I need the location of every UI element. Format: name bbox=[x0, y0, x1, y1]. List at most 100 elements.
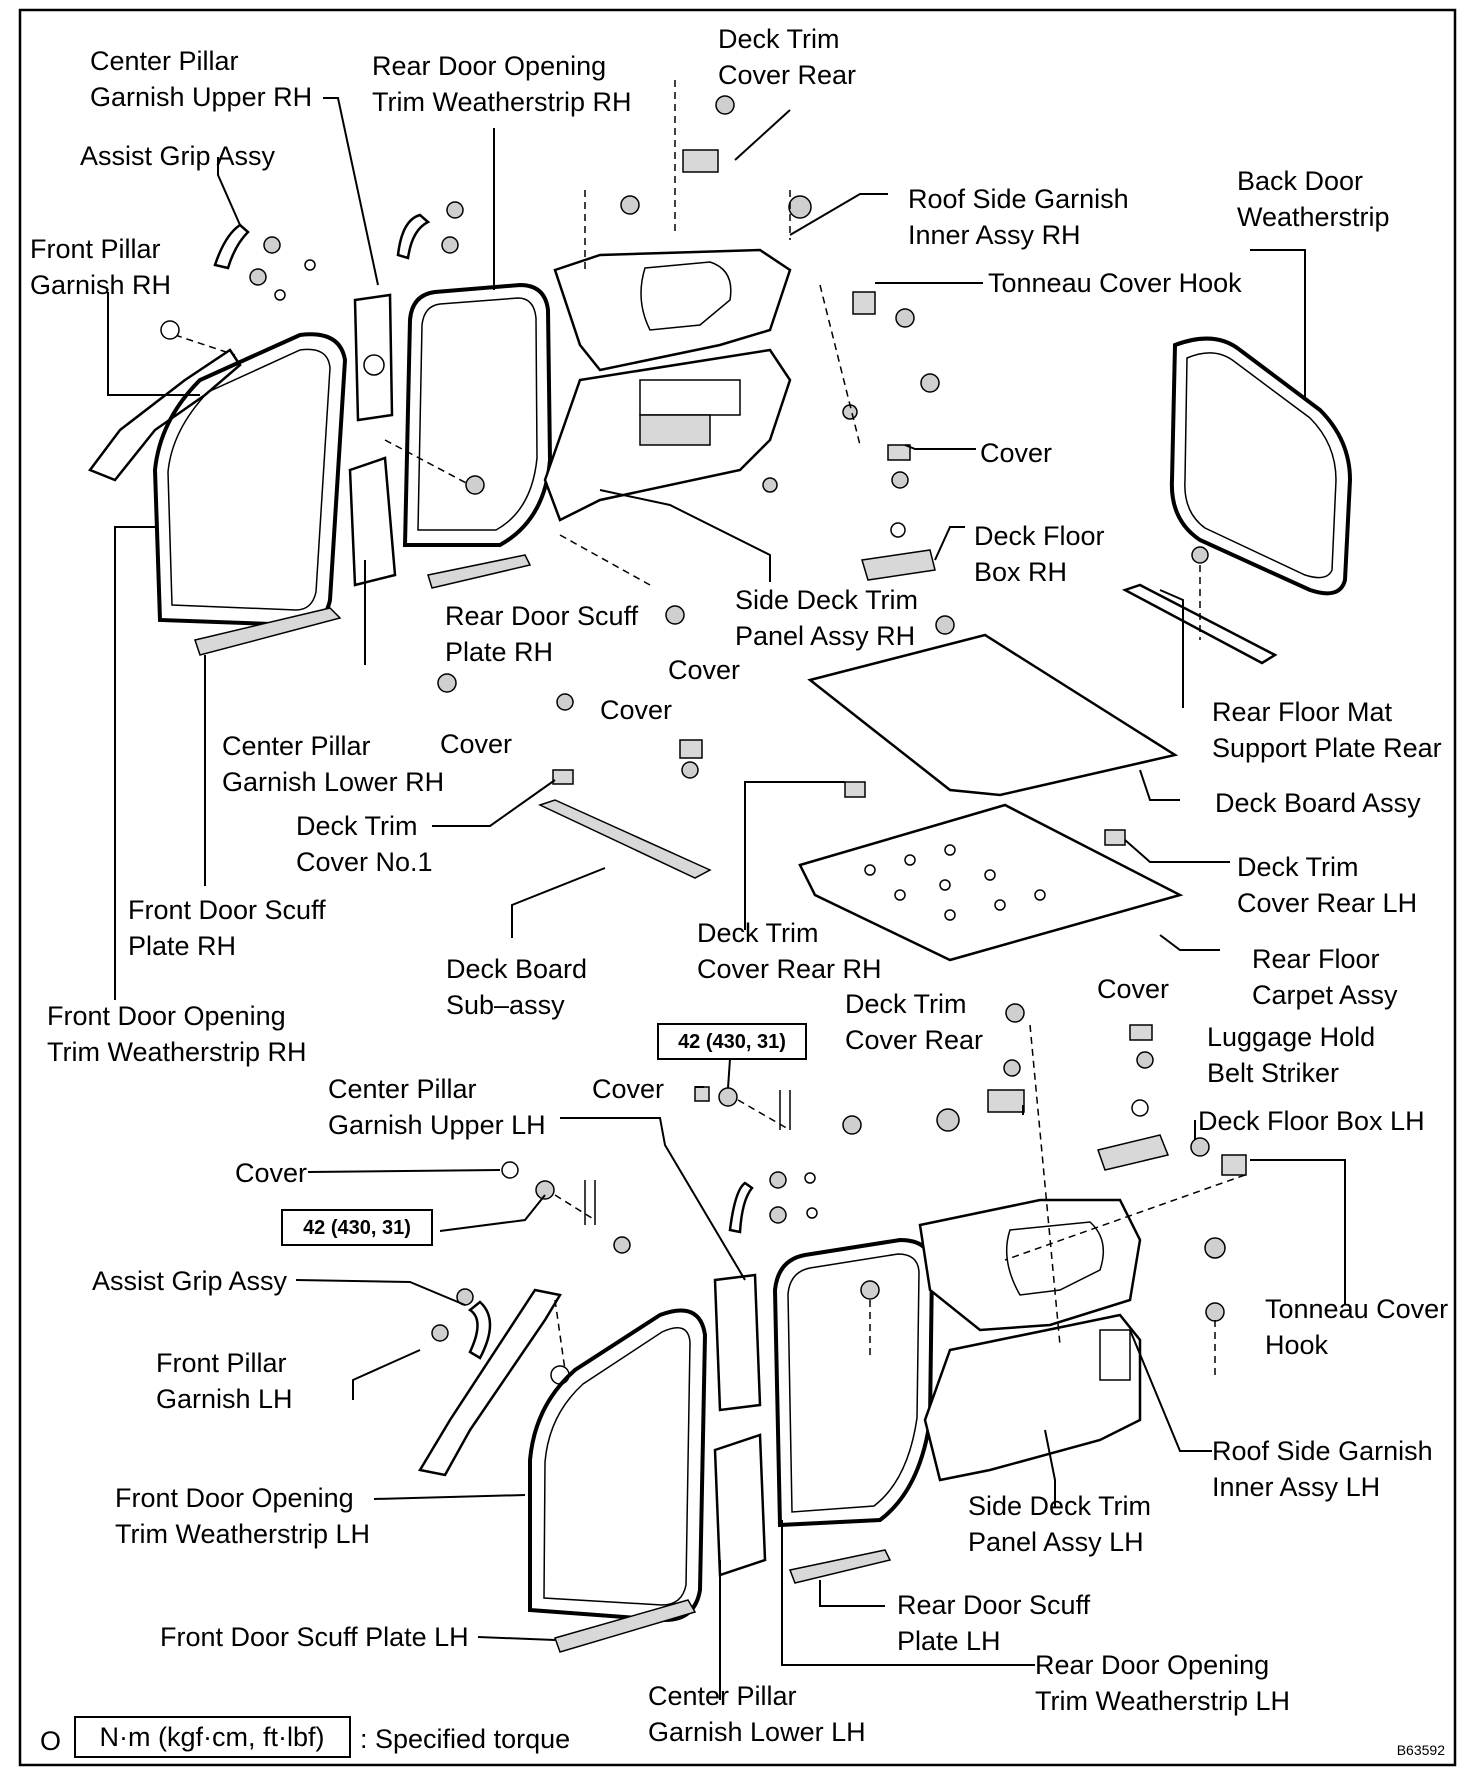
label-rear-floor-mat-support-plate-rear-line-1: Rear Floor Mat bbox=[1212, 697, 1393, 727]
label-tonneau-cover-hook-top: Tonneau Cover Hook bbox=[988, 268, 1242, 298]
label-front-door-opening-trim-weatherstrip-lh-line-2: Trim Weatherstrip LH bbox=[115, 1519, 370, 1549]
label-roof-side-garnish-inner-assy-rh-line-2: Inner Assy RH bbox=[908, 220, 1081, 250]
label-side-deck-trim-panel-assy-rh-line-2: Panel Assy RH bbox=[735, 621, 915, 651]
label-luggage-hold-belt-striker-line-2: Belt Striker bbox=[1207, 1058, 1339, 1088]
label-deck-trim-cover-rear-rh-line-1: Deck Trim bbox=[697, 918, 819, 948]
tonneau-hook-bottom-part bbox=[1221, 1154, 1247, 1176]
label-deck-trim-cover-no1-line-2: Cover No.1 bbox=[296, 847, 433, 877]
torque-box-1-value: 42 (430, 31) bbox=[678, 1031, 786, 1053]
label-cover-4: Cover bbox=[440, 729, 512, 759]
leader-lines bbox=[107, 97, 1346, 1700]
label-cover-7-line-1: Cover bbox=[235, 1158, 307, 1188]
center-pillar-upper-lh-part bbox=[713, 1273, 762, 1412]
label-rear-floor-carpet-assy-line-1: Rear Floor bbox=[1252, 944, 1380, 974]
label-cover-5: Cover bbox=[1097, 974, 1169, 1004]
label-back-door-weatherstrip-line-2: Weatherstrip bbox=[1237, 202, 1390, 232]
center-pillar-lower-rh-part bbox=[348, 456, 397, 587]
label-cover-3-line-1: Cover bbox=[600, 695, 672, 725]
side-deck-trim-panel-lh-part bbox=[923, 1313, 1142, 1482]
label-front-door-scuff-plate-rh-line-1: Front Door Scuff bbox=[128, 895, 326, 925]
label-deck-trim-cover-rear-rh-line-2: Cover Rear RH bbox=[697, 954, 882, 984]
legend-unit-box: N·m (kgf·cm, ft·lbf) bbox=[100, 1722, 325, 1752]
label-front-door-scuff-plate-lh: Front Door Scuff Plate LH bbox=[160, 1622, 469, 1652]
back-door-weatherstrip-part bbox=[1169, 336, 1353, 596]
label-center-pillar-garnish-upper-rh-line-2: Garnish Upper RH bbox=[90, 82, 312, 112]
label-deck-floor-box-lh-line-1: Deck Floor Box LH bbox=[1198, 1106, 1425, 1136]
label-deck-trim-cover-rear-mid-line-2: Cover Rear bbox=[845, 1025, 983, 1055]
label-deck-trim-cover-rear-lh-line-1: Deck Trim bbox=[1237, 852, 1359, 882]
label-deck-floor-box-rh-line-2: Box RH bbox=[974, 557, 1067, 587]
label-rear-floor-mat-support-plate-rear-line-2: Support Plate Rear bbox=[1212, 733, 1442, 763]
label-assist-grip-assy-top: Assist Grip Assy bbox=[80, 141, 276, 171]
legend-marker: O bbox=[40, 1726, 61, 1756]
part-labels: Center Pillar Garnish Upper RH Rear Door … bbox=[30, 24, 1448, 1747]
label-front-door-scuff-plate-rh-line-2: Plate RH bbox=[128, 931, 236, 961]
deck-trim-cover-rear-top-part bbox=[682, 149, 719, 173]
rear-door-weatherstrip-lh-part bbox=[772, 1237, 935, 1528]
label-center-pillar-garnish-upper-lh-line-2: Garnish Upper LH bbox=[328, 1110, 546, 1140]
label-front-pillar-garnish-rh-line-2: Garnish RH bbox=[30, 270, 171, 300]
label-deck-floor-box-rh-line-1: Deck Floor bbox=[974, 521, 1105, 551]
label-center-pillar-garnish-lower-lh-line-2: Garnish Lower LH bbox=[648, 1717, 866, 1747]
label-roof-side-garnish-inner-assy-lh-line-2: Inner Assy LH bbox=[1212, 1472, 1380, 1502]
label-back-door-weatherstrip-line-1: Back Door bbox=[1237, 166, 1363, 196]
label-cover-1: Cover bbox=[980, 438, 1052, 468]
label-deck-trim-cover-rear-lh-line-2: Cover Rear LH bbox=[1237, 888, 1417, 918]
parts-drawing bbox=[88, 80, 1353, 1653]
label-rear-door-scuff-plate-rh-line-2: Plate RH bbox=[445, 637, 553, 667]
label-cover-3: Cover bbox=[600, 695, 672, 725]
torque-legend: O N·m (kgf·cm, ft·lbf) : Specified torqu… bbox=[40, 1716, 1445, 1758]
label-rear-floor-carpet-assy-line-2: Carpet Assy bbox=[1252, 980, 1398, 1010]
tonneau-hook-top-part bbox=[852, 291, 876, 315]
roof-side-garnish-lh-part bbox=[918, 1198, 1142, 1332]
legend-unit-box-frame bbox=[74, 1716, 351, 1758]
label-deck-board-sub-assy-line-2: Sub–assy bbox=[446, 990, 565, 1020]
label-deck-board-assy: Deck Board Assy bbox=[1215, 788, 1421, 818]
label-center-pillar-garnish-upper-lh-line-1: Center Pillar bbox=[328, 1074, 477, 1104]
deck-trim-cover-rear-mid-part bbox=[987, 1089, 1025, 1113]
label-front-door-opening-trim-weatherstrip-lh-line-1: Front Door Opening bbox=[115, 1483, 354, 1513]
label-center-pillar-garnish-lower-rh-line-2: Garnish Lower RH bbox=[222, 767, 444, 797]
label-cover-2: Cover bbox=[668, 655, 740, 685]
label-rear-door-opening-trim-weatherstrip-rh-line-1: Rear Door Opening bbox=[372, 51, 606, 81]
label-cover-1-line-1: Cover bbox=[980, 438, 1052, 468]
label-rear-door-opening-trim-weatherstrip-lh-line-2: Trim Weatherstrip LH bbox=[1035, 1686, 1290, 1716]
label-cover-5-line-1: Cover bbox=[1097, 974, 1169, 1004]
assist-grip-top-part bbox=[213, 223, 250, 270]
label-cover-6-line-1: Cover bbox=[592, 1074, 664, 1104]
label-rear-door-scuff-plate-lh-line-1: Rear Door Scuff bbox=[897, 1590, 1091, 1620]
label-front-pillar-garnish-lh-line-2: Garnish LH bbox=[156, 1384, 293, 1414]
torque-box-2-value: 42 (430, 31) bbox=[303, 1217, 411, 1239]
label-cover-2-line-1: Cover bbox=[668, 655, 740, 685]
torque-box-2-frame bbox=[281, 1209, 433, 1246]
label-front-door-opening-trim-weatherstrip-rh-line-1: Front Door Opening bbox=[47, 1001, 286, 1031]
deck-floor-box-rh-part bbox=[861, 549, 936, 581]
label-deck-trim-cover-rear-top-line-2: Cover Rear bbox=[718, 60, 856, 90]
front-door-weatherstrip-lh-part bbox=[528, 1308, 708, 1623]
front-door-scuff-plate-lh-part bbox=[554, 1599, 697, 1653]
deck-floor-box-lh-part bbox=[1097, 1134, 1170, 1171]
label-roof-side-garnish-inner-assy-rh-line-1: Roof Side Garnish bbox=[908, 184, 1129, 214]
label-center-pillar-garnish-lower-lh-line-1: Center Pillar bbox=[648, 1681, 797, 1711]
center-pillar-lower-lh-part bbox=[713, 1433, 767, 1577]
legend-text: : Specified torque bbox=[360, 1724, 570, 1754]
